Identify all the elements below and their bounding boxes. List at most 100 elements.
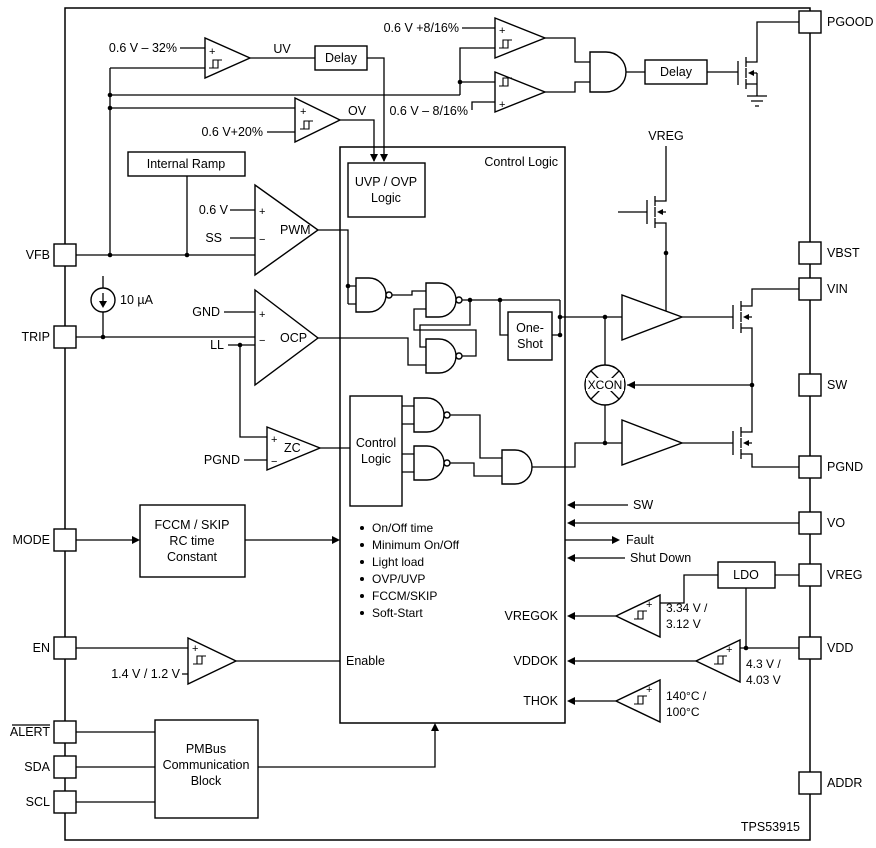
pin-en-label: EN [33,641,50,655]
nand-gate-3 [425,338,463,374]
pwm-plus-sign: + [259,206,265,218]
pin-en: EN [33,636,77,660]
highside-driver [621,293,684,342]
chip-outline [64,7,811,841]
vregok-label: VREGOK [505,609,559,623]
pgood-high-comparator: + [494,16,547,60]
ocp-plus-sign: + [259,309,265,321]
hysteresis-icon [714,655,727,665]
pgood-fet [707,21,799,107]
one-shot-block [507,311,553,361]
one-shot-label-line1: One- [516,321,544,335]
uvp-ovp-label-line2: Logic [371,191,401,205]
pin-vdd-label: VDD [827,641,853,655]
en-comparator: + [187,636,238,686]
fccm-label-line2: RC time [169,534,214,548]
pin-sw: SW [798,373,847,397]
pin-vo-label: VO [827,516,845,530]
en-plus-sign: + [192,643,198,655]
hysteresis-icon [300,120,313,130]
xcon-label: XCON [588,378,623,392]
pin-mode: MODE [13,528,77,552]
one-shot-label-line2: Shot [517,337,543,351]
vregok-threshold-line1: 3.34 V / [666,601,708,615]
pin-pgood: PGOOD [798,10,874,34]
hysteresis-icon [634,610,647,620]
ocp-comparator: + − [254,288,320,387]
pin-trip-label: TRIP [22,330,50,344]
xcon-node: XCON [584,364,626,406]
current-source-label: 10 µA [120,293,154,307]
pin-scl-label: SCL [26,795,50,809]
enable-label: Enable [346,654,385,668]
wires-pwm-ocp [76,176,426,461]
lowside-driver [621,418,684,467]
feature-item: OVP/UVP [372,572,425,586]
arrowheads [132,154,635,731]
pin-alert-label: ALERT [10,725,50,739]
vbst-pass-fet [618,146,667,311]
fault-label: Fault [626,533,654,547]
pmbus-label-line2: Communication [163,758,250,772]
pin-sw-label: SW [827,378,847,392]
thok-threshold-line1: 140°C / [666,689,707,703]
ov-signal-label: OV [348,104,367,118]
pin-alert: ALERT [10,720,77,744]
pwm-ref-label: 0.6 V [199,203,229,217]
pmbus-block [154,719,259,819]
ocp-comparator-label: OCP [280,331,307,345]
vddok-threshold-line1: 4.3 V / [746,657,781,671]
fccm-label-line3: Constant [167,550,218,564]
vddok-label: VDDOK [514,654,559,668]
delay-uv-label: Delay [325,51,358,65]
sw-sense-label: SW [633,498,653,512]
ldo-block [717,561,776,589]
pin-vfb-label: VFB [26,248,50,262]
vregok-comparator: + [614,593,661,639]
pwm-comparator: + − [254,183,320,277]
highside-fet [682,288,799,385]
pgood-low-comparator: + [494,70,547,114]
ocp-gnd-label: GND [192,305,220,319]
wires-right-monitors [565,504,799,702]
pin-addr-label: ADDR [827,776,862,790]
nand-gate-5 [413,445,451,481]
pin-trip: TRIP [22,325,77,349]
part-number: TPS53915 [741,820,800,834]
pin-pgood-label: PGOOD [827,15,874,29]
pin-vbst-label: VBST [827,246,860,260]
hysteresis-icon [499,77,512,87]
hysteresis-icon [634,695,647,705]
pin-sda-label: SDA [24,760,50,774]
en-threshold-label: 1.4 V / 1.2 V [111,667,180,681]
nand-gate-4 [413,397,451,433]
feature-item: Minimum On/Off [372,538,460,552]
pgood-low-threshold-label: 0.6 V – 8/16% [389,104,468,118]
pwm-minus-sign: − [259,234,265,246]
delay-pgood-block [644,59,708,85]
ocp-ll-label: LL [210,338,224,352]
vddok-plus-sign: + [726,644,732,656]
thok-label: THOK [523,694,558,708]
uvp-ovp-label-line1: UVP / OVP [355,175,417,189]
control-logic-small-line1: Control [356,436,396,450]
pin-addr: ADDR [798,771,862,795]
vddok-threshold-line2: 4.03 V [746,673,781,687]
pwm-comparator-label: PWM [280,223,311,237]
pin-vin: VIN [798,277,848,301]
zc-comparator-label: ZC [284,441,301,455]
zc-comparator: + − [266,425,322,472]
shutdown-label: Shut Down [630,551,691,565]
zc-pgnd-label: PGND [204,453,240,467]
pin-pgnd-label: PGND [827,460,863,474]
feature-item: Light load [372,555,424,569]
uvp-ovp-logic-block [347,162,426,218]
lowside-and-gate [501,449,533,485]
fccm-skip-block [139,504,246,578]
vregok-threshold-line2: 3.12 V [666,617,701,631]
wires-logic-core [392,290,752,477]
pin-vfb: VFB [26,243,77,267]
hysteresis-icon [499,39,512,49]
fccm-label-line1: FCCM / SKIP [154,518,229,532]
delay-pgood-label: Delay [660,65,693,79]
